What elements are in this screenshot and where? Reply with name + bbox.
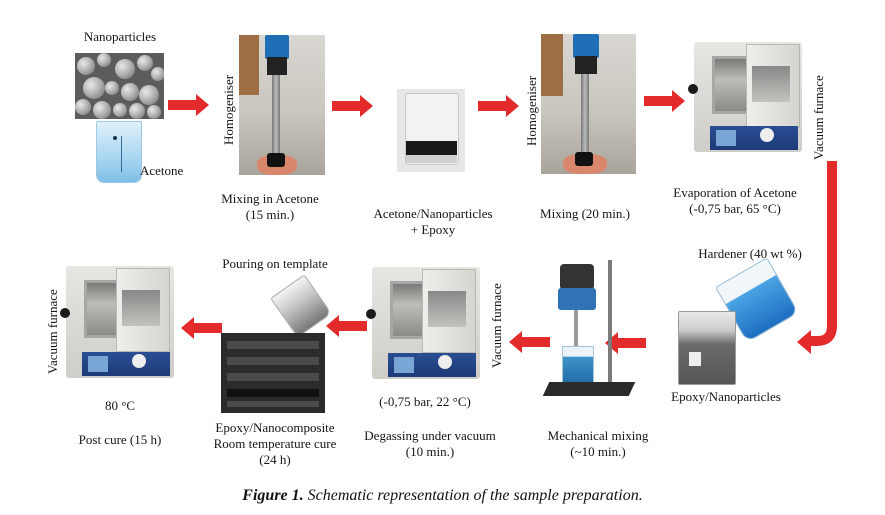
mixing-in-acetone-duration: (15 min.)	[245, 207, 295, 222]
homogeniser-label-2: Homogeniser	[524, 75, 539, 146]
vacuum-furnace-image-2	[366, 265, 486, 387]
acetone-epoxy-title: Acetone/Nanoparticles	[373, 206, 493, 221]
epoxy-nanoparticles-beaker-image	[678, 311, 736, 385]
epoxy-nanocomposite-title: Epoxy/Nanocomposite	[215, 420, 335, 435]
room-temperature-cure-duration: (24 h)	[259, 452, 291, 467]
post-cure-label: Post cure (15 h)	[78, 432, 162, 447]
acetone-epoxy-beaker-image	[397, 89, 465, 172]
flow-arrow-left-3	[326, 315, 367, 337]
degassing-duration: (10 min.)	[405, 444, 455, 459]
nanoparticles-title: Nanoparticles	[83, 29, 157, 44]
acetone-epoxy-label: Acetone/Nanoparticles + Epoxy	[358, 206, 508, 238]
flow-arrow-left-4	[181, 317, 222, 339]
degassing-title: Degassing under vacuum	[364, 428, 496, 443]
homogeniser-photo-2	[541, 34, 636, 174]
hardener-title: Hardener (40 wt %)	[698, 246, 802, 261]
room-temperature-cure: Room temperature cure	[213, 436, 337, 451]
pouring-title: Pouring on template	[222, 256, 328, 271]
acetone-epoxy-subtitle: + Epoxy	[410, 222, 456, 237]
vacuum-furnace-image-3	[60, 264, 178, 388]
flow-arrow-right-2	[332, 95, 373, 117]
flow-arrow-down-turn	[797, 161, 837, 354]
flow-arrow-left-2	[509, 331, 550, 353]
vacuum-furnace-label-3: Vacuum furnace	[45, 289, 60, 374]
flow-arrow-right-4	[644, 90, 685, 112]
post-cure-condition: 80 °C	[104, 398, 136, 413]
degassing-label: Degassing under vacuum (10 min.)	[350, 428, 510, 460]
figure-caption-text: Schematic representation of the sample p…	[303, 487, 643, 504]
epoxy-nanoparticles-label: Epoxy/Nanoparticles	[671, 389, 781, 404]
flow-arrow-left-1	[605, 332, 646, 354]
evaporation-condition: (-0,75 bar, 65 °C)	[689, 201, 781, 216]
homogeniser-photo-1	[239, 35, 325, 175]
pouring-label: Epoxy/Nanocomposite Room temperature cur…	[195, 420, 355, 468]
evaporation-title: Evaporation of Acetone	[673, 185, 797, 200]
sem-nanoparticles-image	[75, 53, 164, 119]
figure-caption-label: Figure 1.	[242, 487, 304, 504]
degassing-condition: (-0,75 bar, 22 °C)	[379, 394, 471, 409]
acetone-beaker-image	[96, 121, 142, 183]
mixing-in-acetone-label: Mixing in Acetone (15 min.)	[205, 191, 335, 223]
mixing-in-acetone-title: Mixing in Acetone	[221, 191, 319, 206]
vacuum-furnace-image-1	[688, 40, 810, 160]
figure-caption: Figure 1. Schematic representation of th…	[0, 487, 885, 505]
acetone-label: Acetone	[140, 163, 184, 178]
mechanical-mixing-title: Mechanical mixing	[547, 428, 649, 443]
vacuum-furnace-label-1: Vacuum furnace	[811, 75, 826, 160]
template-mold-image	[221, 333, 325, 413]
mechanical-mixing-duration: (~10 min.)	[570, 444, 626, 459]
mechanical-mixer-image	[540, 258, 640, 408]
homogeniser-label-1: Homogeniser	[221, 74, 236, 145]
vacuum-furnace-label-2: Vacuum furnace	[489, 283, 504, 368]
flow-arrow-right-1	[168, 94, 209, 116]
mixing-20-label: Mixing (20 min.)	[540, 206, 630, 221]
evaporation-label: Evaporation of Acetone (-0,75 bar, 65 °C…	[660, 185, 810, 217]
pouring-beaker-image	[270, 274, 332, 338]
flow-arrow-right-3	[478, 95, 519, 117]
mechanical-mixing-label: Mechanical mixing (~10 min.)	[538, 428, 658, 460]
